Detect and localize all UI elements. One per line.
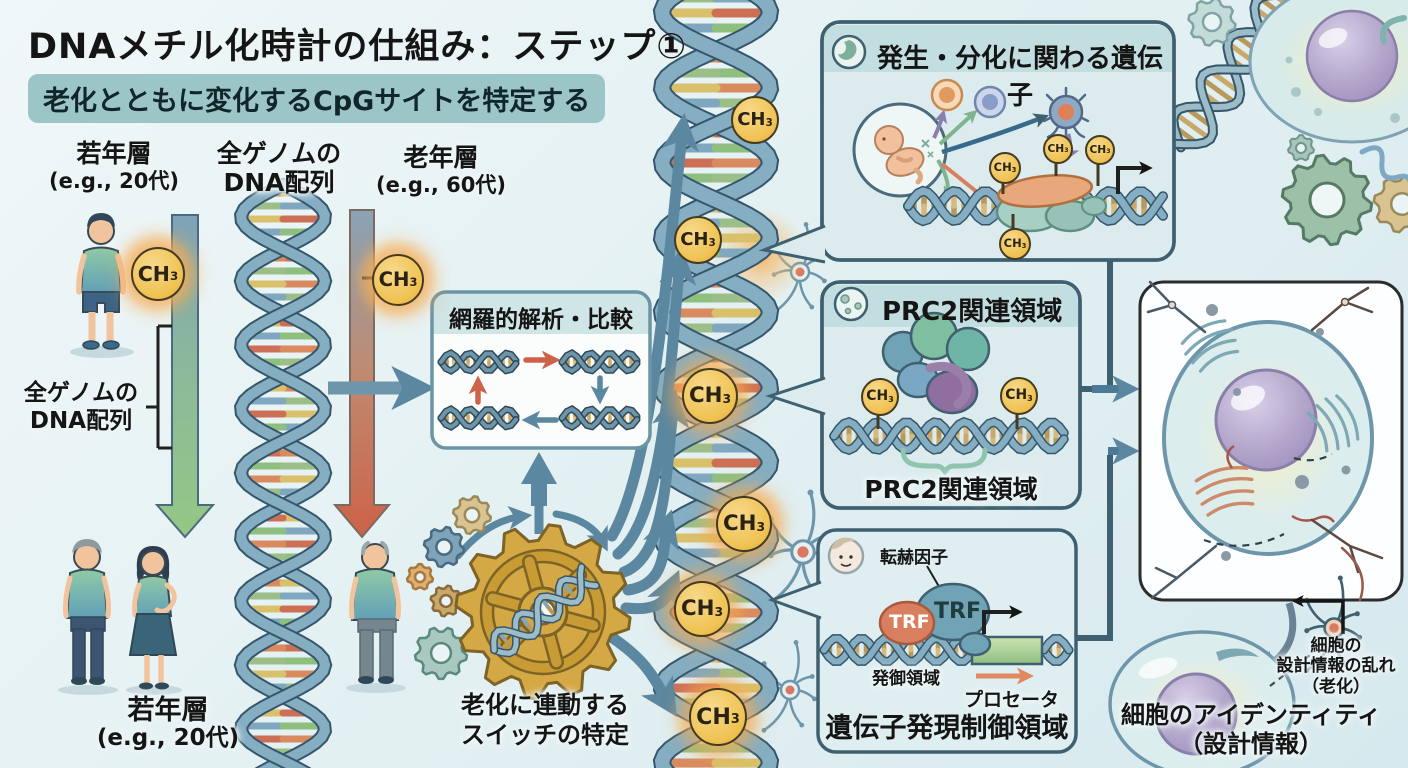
prc2-complex: [881, 311, 991, 415]
panel1-content: [852, 78, 1090, 201]
young-woman-figure: [126, 546, 182, 695]
cpg-site-arrows: [604, 112, 699, 718]
young-person-figure: [70, 213, 134, 358]
gear-dna: [489, 562, 600, 658]
genome-bracket: [146, 324, 172, 450]
label-old-top: 老年層 (e.g., 60代): [376, 143, 506, 197]
panel3-callout-tail: [772, 582, 821, 618]
trf-complex: [878, 582, 992, 657]
young-timeline-arrow: [154, 214, 216, 539]
face-icon: [827, 537, 865, 575]
panel-regulatory-title: 遺伝子発現制御領域: [825, 713, 1069, 744]
gear-icon: [1372, 174, 1408, 234]
panel-prc2-title: PRC2関連領域: [882, 297, 1063, 327]
dna-helix: [489, 562, 600, 658]
gear-icon: [405, 562, 435, 591]
gear-icon: [1287, 134, 1315, 162]
panel3-connector: [1076, 455, 1113, 641]
cell-cluster-icon: [833, 286, 869, 322]
dna-helix: [558, 348, 641, 376]
cell-identity-label: 細胞のアイデンティティ （設計情報）: [1121, 701, 1381, 758]
gear-caption: 老化に連動する スイッチの特定: [461, 691, 629, 749]
prc2-bracket: [900, 447, 988, 476]
panel2-dna: [829, 416, 1069, 456]
dna-helix: [819, 634, 974, 666]
young-man-figure: [58, 539, 118, 695]
aging-clock-gears: [405, 494, 632, 701]
label-genome-bracket: 全ゲノムの DNA配列: [23, 380, 139, 434]
decor-cell-large: [1248, 0, 1408, 144]
fetus-illustration: [874, 125, 934, 185]
elderly-man-figure: [346, 541, 406, 693]
gear-icon: [1187, 0, 1237, 47]
panel3-transcription-arrow: [982, 605, 1023, 634]
neuron-icon: [1304, 575, 1363, 673]
panel2-callout-tail: [770, 378, 825, 414]
regulatory-region-label: 発御領域: [872, 669, 940, 689]
page-title: DNAメチル化時計の仕組み：ステップ①: [28, 27, 688, 67]
trf-label-1: TRF: [889, 611, 930, 633]
axon-dashed-line: [1269, 651, 1315, 687]
panel3-dna: [819, 634, 1074, 666]
gear-icon: [429, 584, 463, 618]
cell-disorder-label: 細胞の 設計情報の乱れ （老化）: [1276, 636, 1396, 697]
gear-curve-arrow-right: [552, 510, 608, 552]
gear-to-box-arrow: [521, 452, 557, 506]
analysis-box-title: 網羅的解析・比較: [449, 307, 633, 333]
dna-helix: [1039, 634, 1074, 666]
decor-gears: [1187, 0, 1408, 247]
dna-helix: [437, 404, 520, 432]
tf-label: 転赫因子: [880, 548, 948, 568]
trf-label-2: TRF: [934, 599, 981, 624]
gear-icon: [1280, 153, 1374, 247]
immune-cell-icon: [1042, 86, 1090, 142]
disorder-arrow: [1291, 595, 1345, 634]
genome-dna-helix: [233, 178, 333, 768]
promoter-label: プロセータ: [964, 689, 1060, 711]
analysis-dna-samples: [437, 348, 641, 432]
embryo-icon: [831, 34, 867, 70]
aged-cell: [1108, 630, 1296, 768]
dna-helix: [437, 348, 520, 376]
genome-dna-helix: [233, 178, 333, 768]
gear-icon: [422, 525, 466, 569]
identity-cell: [1162, 304, 1374, 561]
gear-icon: [451, 494, 493, 536]
label-genome-top: 全ゲノムの DNA配列: [216, 139, 342, 197]
neuron-icon: [761, 640, 817, 733]
label-young-top: 若年層 (e.g., 20代): [49, 139, 179, 193]
dna-helix: [558, 404, 641, 432]
central-dna-helix: [652, 0, 780, 768]
analysis-cycle-arrows: [468, 350, 610, 430]
frame-neurites: [1146, 280, 1384, 602]
label-young-bottom: 若年層 (e.g., 20代): [96, 695, 240, 752]
neuron-illustration: [1304, 575, 1363, 673]
panel2-dna-helix: [829, 416, 1069, 456]
prc2-region-label: PRC2関連領域: [864, 475, 1038, 504]
central-dna-helix: [652, 0, 780, 768]
panel-development-title: 発生・分化に関わる遺伝子: [876, 44, 1163, 111]
decor-squiggle: [1359, 145, 1408, 197]
panel1-transcription-arrow: [1116, 161, 1153, 194]
subtitle-badge: 老化とともに変化するCpGサイトを特定する: [28, 74, 606, 123]
gear-icon: [413, 626, 469, 681]
